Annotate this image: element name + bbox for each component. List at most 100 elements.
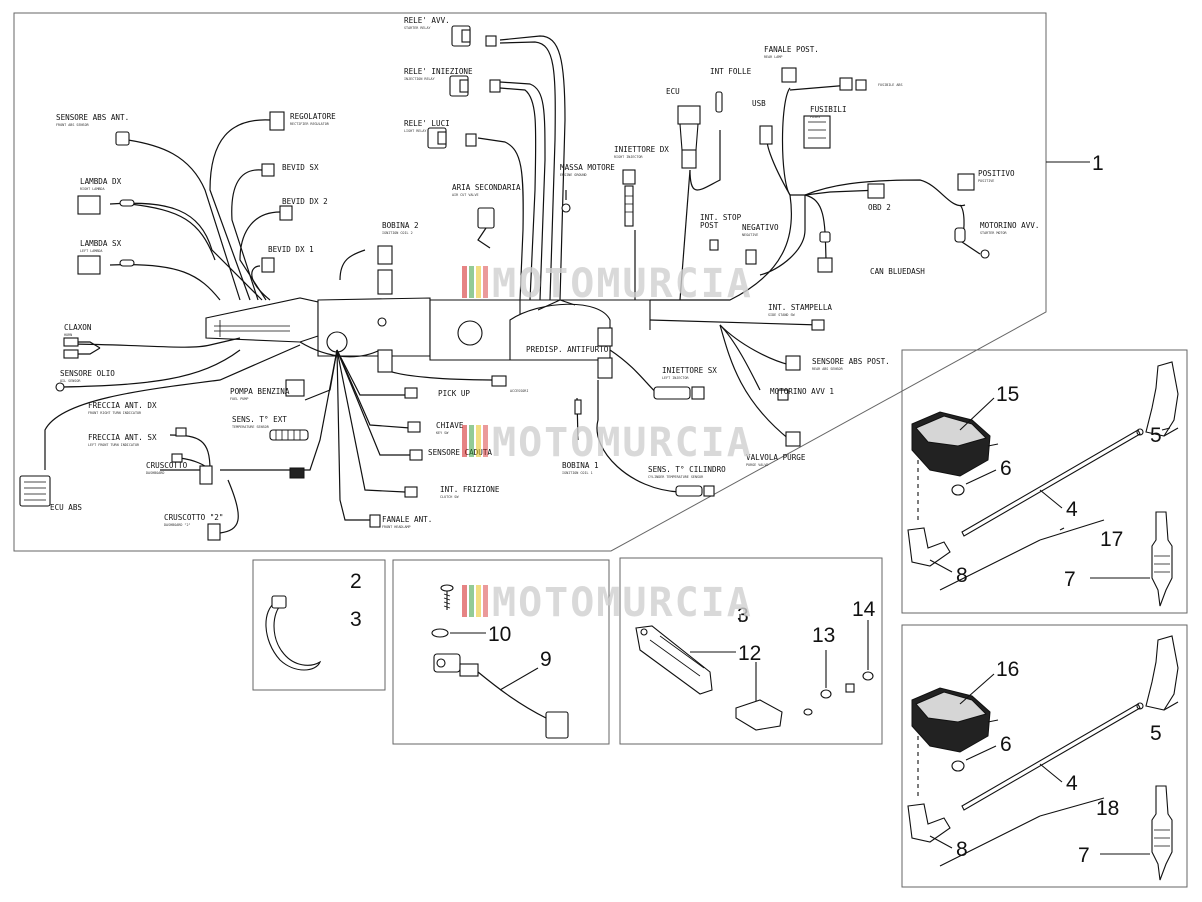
- cap-8b: [907, 803, 951, 843]
- harness-components: [19, 25, 990, 541]
- svg-text:LEFT LAMBDA: LEFT LAMBDA: [80, 249, 102, 253]
- nut-6b: [951, 760, 965, 772]
- label-rear-abs: SENSORE ABS POST.: [812, 357, 890, 366]
- part-number-6b: 6: [1000, 733, 1012, 756]
- part-number-14: 14: [852, 598, 876, 621]
- rod-4a: [961, 429, 1141, 537]
- svg-text:REAR LAMP: REAR LAMP: [764, 55, 782, 59]
- rod-4b: [961, 703, 1141, 811]
- part-number-1: 1: [1092, 152, 1104, 175]
- svg-text:PURGE VALVE: PURGE VALVE: [746, 463, 768, 467]
- washer: [431, 628, 449, 638]
- negative-terminal: [745, 249, 757, 265]
- right-injector: [622, 169, 636, 185]
- label-cylinder-temp: SENS. T° CILINDRO: [648, 465, 726, 474]
- part-number-5a: 5: [1150, 424, 1162, 447]
- svg-text:MOTOMURCIA: MOTOMURCIA: [492, 420, 753, 466]
- bracket-base: [735, 699, 783, 731]
- callouts: 1 2 3 10 9 3 12 13 1: [265, 152, 1179, 881]
- spark-plug-7a: [1151, 511, 1173, 607]
- label-usb: USB: [752, 99, 766, 108]
- part-number-7a: 7: [1064, 568, 1076, 591]
- ext-temp-sensor: [269, 429, 309, 441]
- fuse-box: [803, 115, 831, 149]
- front-abs-sensor: [115, 131, 130, 146]
- label-air-cut-valve: ARIA SECONDARIA: [452, 183, 521, 192]
- nut-6a: [951, 484, 965, 496]
- watermark-1: MOTOMURCIA: [462, 261, 753, 307]
- label-lambda-sx: LAMBDA SX: [80, 239, 122, 248]
- label-fuel-pump: POMPA BENZINA: [230, 387, 290, 396]
- svg-text:NEGATIVE: NEGATIVE: [742, 233, 758, 237]
- sensor-plug: [545, 711, 569, 739]
- label-dashboard-2: CRUSCOTTO "2": [164, 513, 223, 522]
- part-number-4a: 4: [1066, 498, 1078, 521]
- svg-text:LEFT INJECTOR: LEFT INJECTOR: [662, 376, 689, 380]
- label-side-stand: INT. STAMPELLA: [768, 303, 832, 312]
- watermark-2: MOTOMURCIA: [462, 420, 753, 466]
- svg-text:MOTOMURCIA: MOTOMURCIA: [492, 261, 753, 307]
- dashboard-connector: [199, 465, 213, 485]
- svg-text:POST: POST: [700, 221, 719, 230]
- can-bluedash-connector: [817, 257, 833, 273]
- svg-text:FUEL PUMP: FUEL PUMP: [230, 397, 248, 401]
- dashboard-2-connector: [207, 523, 221, 541]
- part-number-12: 12: [738, 642, 761, 665]
- svg-text:IGNITION COIL 2: IGNITION COIL 2: [382, 231, 413, 235]
- ecu: [677, 105, 701, 125]
- label-pick-up: PICK UP: [438, 389, 470, 398]
- svg-text:FRONT ABS SENSOR: FRONT ABS SENSOR: [56, 123, 90, 127]
- svg-text:REAR ABS SENSOR: REAR ABS SENSOR: [812, 367, 844, 371]
- oil-sensor: [55, 382, 65, 392]
- svg-text:ENGINE GROUND: ENGINE GROUND: [560, 173, 587, 177]
- part-number-8a: 8: [956, 564, 968, 587]
- watermarks: MOTOMURCIA MOTOMURCIA MOTOMURCIA: [462, 261, 753, 626]
- label-bevid-sx: BEVID SX: [282, 163, 319, 172]
- label-rear-stop: INT. STOP: [700, 213, 742, 222]
- svg-text:CYLINDER TEMPERATURE SENSOR: CYLINDER TEMPERATURE SENSOR: [648, 475, 704, 479]
- svg-text:DASHBOARD: DASHBOARD: [146, 471, 164, 475]
- main-harness-frame: [13, 12, 1047, 552]
- label-horn: CLAXON: [64, 323, 92, 332]
- harness-trunk: [205, 297, 651, 361]
- lambda-dx-connector: [77, 195, 101, 215]
- label-neutral-switch: INT FOLLE: [710, 67, 752, 76]
- label-injection-relay: RELE' INIEZIONE: [404, 67, 473, 76]
- cylinder-temp-sensor: [675, 485, 703, 497]
- svg-text:INJECTION RELAY: INJECTION RELAY: [404, 77, 435, 81]
- part-number-9: 9: [540, 648, 552, 671]
- label-ignition-coil-2: BOBINA 2: [382, 221, 419, 230]
- cable-tie: [265, 601, 322, 671]
- part-number-3b: 3: [737, 604, 749, 627]
- ignition-coil-1-connector: [597, 327, 613, 347]
- part-number-2: 2: [350, 570, 362, 593]
- svg-text:SIDE STAND SW: SIDE STAND SW: [768, 313, 795, 317]
- svg-text:RECTIFIER REGULATOR: RECTIFIER REGULATOR: [290, 122, 330, 126]
- rear-abs-sensor: [785, 355, 801, 371]
- part-number-18: 18: [1096, 797, 1119, 820]
- label-accessories: ACCESSORI: [510, 389, 528, 393]
- label-fall-sensor: SENSORE CADUTA: [428, 448, 492, 457]
- svg-text:POSITIVE: POSITIVE: [978, 179, 994, 183]
- nut-13: [820, 689, 832, 699]
- part-number-5b: 5: [1150, 722, 1162, 745]
- bracket: [635, 625, 713, 695]
- label-rear-lamp: FANALE POST.: [764, 45, 819, 54]
- label-ignition-coil-1: BOBINA 1: [562, 461, 599, 470]
- left-injector: [653, 386, 691, 400]
- watermark-3: MOTOMURCIA: [462, 580, 751, 626]
- part-number-13: 13: [812, 624, 835, 647]
- label-ecu: ECU: [666, 87, 680, 96]
- ecu-abs-connector: [19, 475, 51, 507]
- part-number-16: 16: [996, 658, 1019, 681]
- coil-kit-2-frame: [901, 624, 1188, 888]
- label-starter-relay: RELE' AVV.: [404, 16, 450, 25]
- side-stand-switch: [811, 319, 825, 331]
- label-ext-temp: SENS. T° EXT: [232, 415, 287, 424]
- air-cut-valve: [477, 207, 495, 229]
- part-number-4b: 4: [1066, 772, 1078, 795]
- coil-kit-1-frame: [901, 349, 1188, 614]
- label-bevid-dx2: BEVID DX 2: [282, 197, 328, 206]
- label-right-injector: INIETTORE DX: [614, 145, 669, 154]
